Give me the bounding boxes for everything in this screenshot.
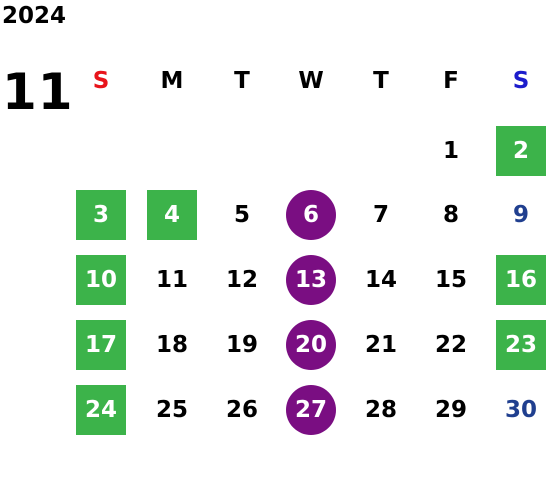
day-cell-28[interactable]: 28 xyxy=(364,397,397,423)
day-cell-13[interactable]: 13 xyxy=(286,255,336,305)
weekday-header-sat: S xyxy=(512,68,530,94)
day-cell-29[interactable]: 29 xyxy=(434,397,467,423)
day-cell-18[interactable]: 18 xyxy=(155,332,188,358)
year-label: 2024 xyxy=(2,3,67,29)
day-cell-2[interactable]: 2 xyxy=(496,126,546,176)
day-cell-16[interactable]: 16 xyxy=(496,255,546,305)
day-cell-15[interactable]: 15 xyxy=(434,267,467,293)
day-cell-25[interactable]: 25 xyxy=(155,397,188,423)
day-cell-10[interactable]: 10 xyxy=(76,255,126,305)
day-cell-30[interactable]: 30 xyxy=(504,397,537,423)
day-cell-8[interactable]: 8 xyxy=(442,202,459,228)
day-cell-22[interactable]: 22 xyxy=(434,332,467,358)
day-cell-21[interactable]: 21 xyxy=(364,332,397,358)
weekday-header-tue: T xyxy=(234,68,250,94)
day-cell-9[interactable]: 9 xyxy=(512,202,529,228)
weekday-header-thu: T xyxy=(373,68,389,94)
day-cell-11[interactable]: 11 xyxy=(155,267,188,293)
day-cell-12[interactable]: 12 xyxy=(225,267,258,293)
day-cell-14[interactable]: 14 xyxy=(364,267,397,293)
day-cell-5[interactable]: 5 xyxy=(233,202,250,228)
day-cell-3[interactable]: 3 xyxy=(76,190,126,240)
weekday-header-fri: F xyxy=(443,68,459,94)
day-cell-27[interactable]: 27 xyxy=(286,385,336,435)
day-cell-26[interactable]: 26 xyxy=(225,397,258,423)
weekday-header-mon: M xyxy=(160,68,184,94)
day-cell-19[interactable]: 19 xyxy=(225,332,258,358)
weekday-header-wed: W xyxy=(298,68,324,94)
month-number: 11 xyxy=(2,63,74,121)
day-cell-6[interactable]: 6 xyxy=(286,190,336,240)
day-cell-24[interactable]: 24 xyxy=(76,385,126,435)
day-cell-17[interactable]: 17 xyxy=(76,320,126,370)
day-cell-4[interactable]: 4 xyxy=(147,190,197,240)
day-cell-1[interactable]: 1 xyxy=(442,138,459,164)
day-cell-7[interactable]: 7 xyxy=(372,202,389,228)
day-cell-23[interactable]: 23 xyxy=(496,320,546,370)
weekday-header-sun: S xyxy=(92,68,110,94)
day-cell-20[interactable]: 20 xyxy=(286,320,336,370)
